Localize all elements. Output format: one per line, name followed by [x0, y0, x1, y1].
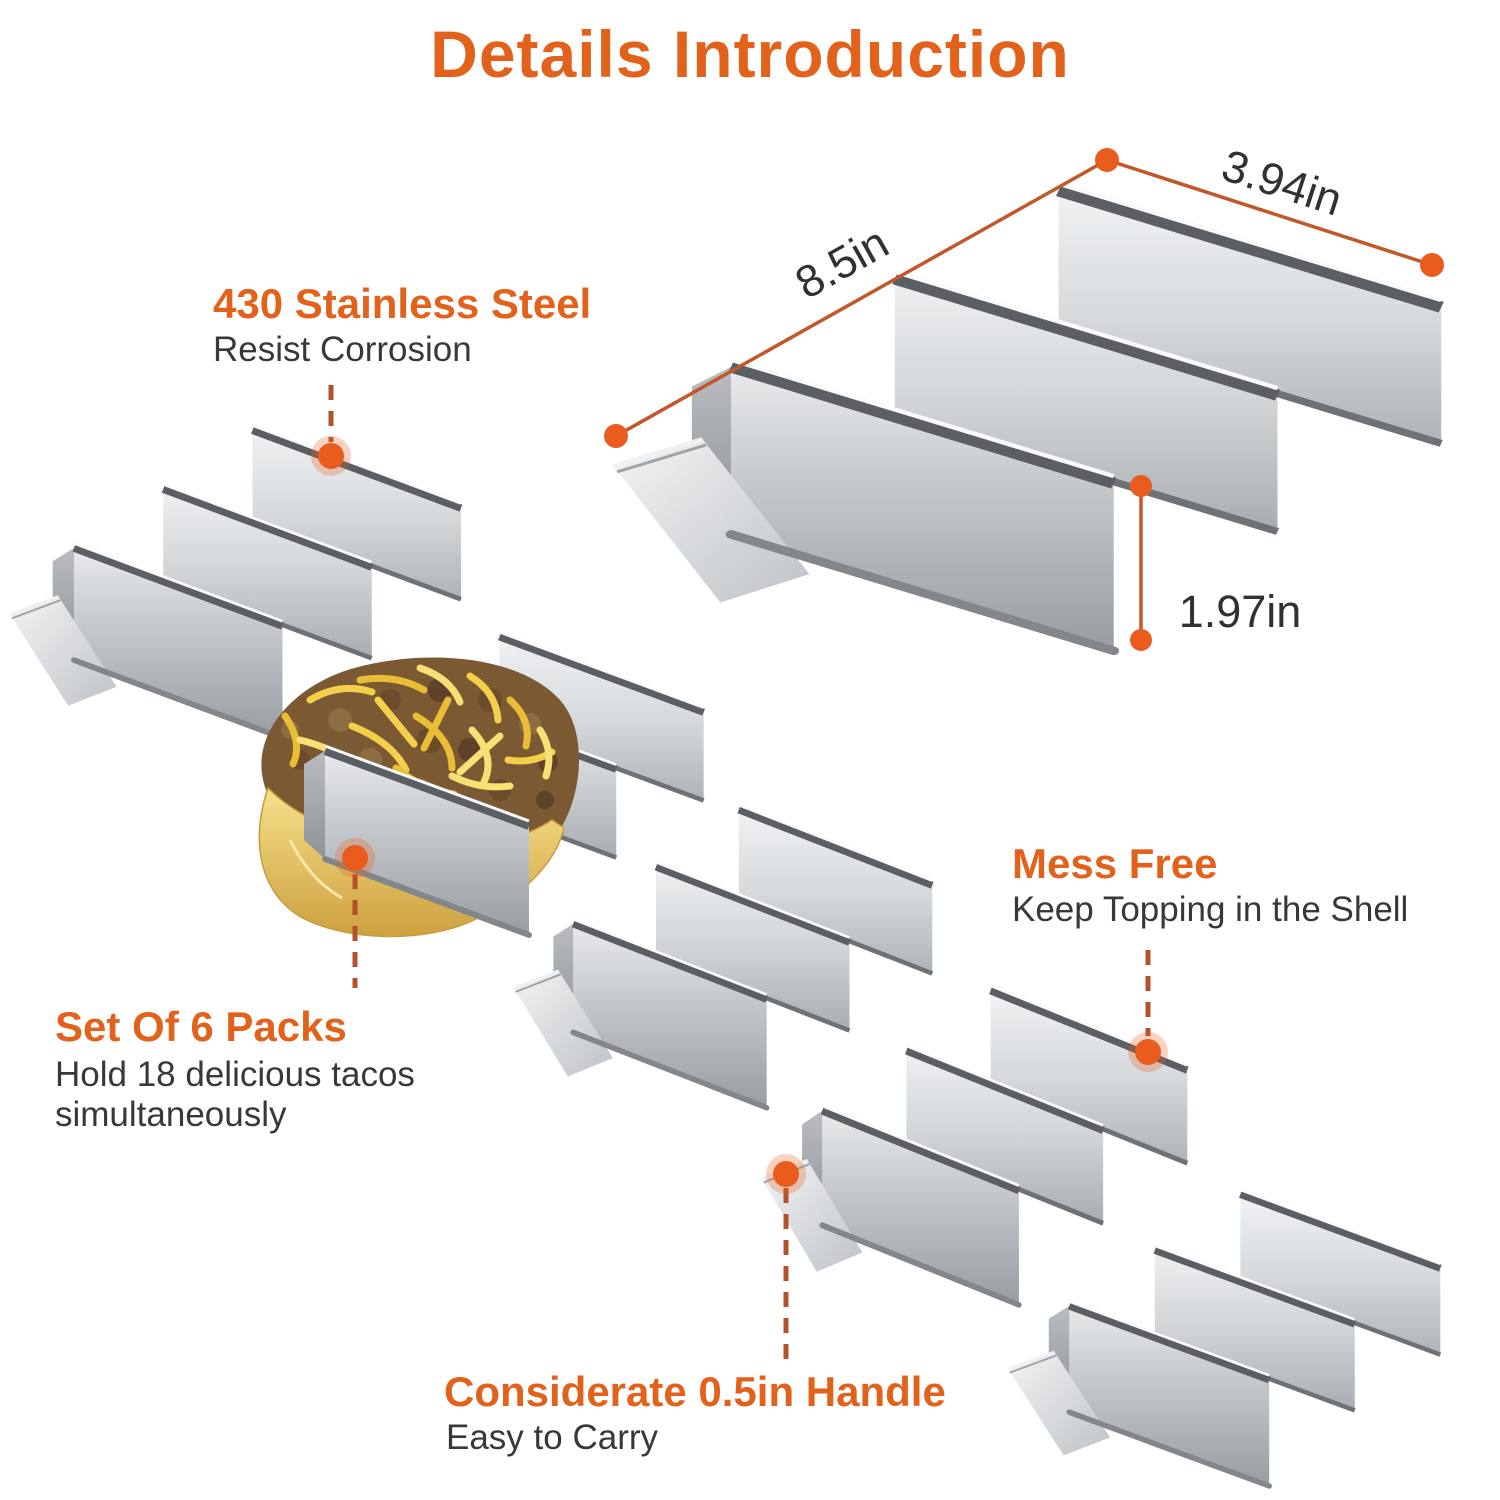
dimension-label-height: 1.97in [1178, 586, 1302, 637]
taco-holder-right [762, 986, 1187, 1305]
callout-dots [311, 436, 1168, 1194]
callout-mess-free-sub: Keep Topping in the Shell [1012, 890, 1409, 929]
dimension-line-length [615, 158, 1108, 438]
callout-mess-free-heading: Mess Free [1012, 840, 1218, 887]
dimension-line-width [1106, 158, 1433, 267]
callout-material-sub: Resist Corrosion [213, 330, 472, 369]
dimension-dot-icon [604, 424, 628, 448]
callout-dot-icon [342, 845, 368, 871]
taco-holder-center [514, 805, 933, 1108]
dimension-annotations [615, 158, 1433, 640]
dimension-dot-icon [1130, 475, 1152, 497]
callout-capacity-heading: Set Of 6 Packs [55, 1003, 347, 1050]
callout-material-heading: 430 Stainless Steel [213, 280, 592, 327]
page-title: Details Introduction [430, 17, 1070, 91]
dimension-dots [604, 148, 1444, 651]
callout-handle-sub: Easy to Carry [446, 1418, 658, 1457]
dimension-dot-icon [1130, 629, 1152, 651]
callout-dot-icon [1135, 1039, 1161, 1065]
dimension-dot-icon [1420, 253, 1444, 277]
callout-capacity-sub-line2: simultaneously [55, 1095, 287, 1134]
callout-leaders [328, 385, 1151, 1360]
callout-capacity-sub-line1: Hold 18 delicious tacos [55, 1055, 415, 1094]
taco-holder-front-wall [304, 744, 532, 938]
dimension-dot-icon [1095, 148, 1119, 172]
taco-holder-bottom-right [1008, 1190, 1440, 1486]
taco-holder-large [614, 184, 1442, 651]
callout-dot-icon [318, 443, 344, 469]
callout-handle-heading: Considerate 0.5in Handle [444, 1368, 946, 1415]
callout-dot-icon [773, 1161, 799, 1187]
